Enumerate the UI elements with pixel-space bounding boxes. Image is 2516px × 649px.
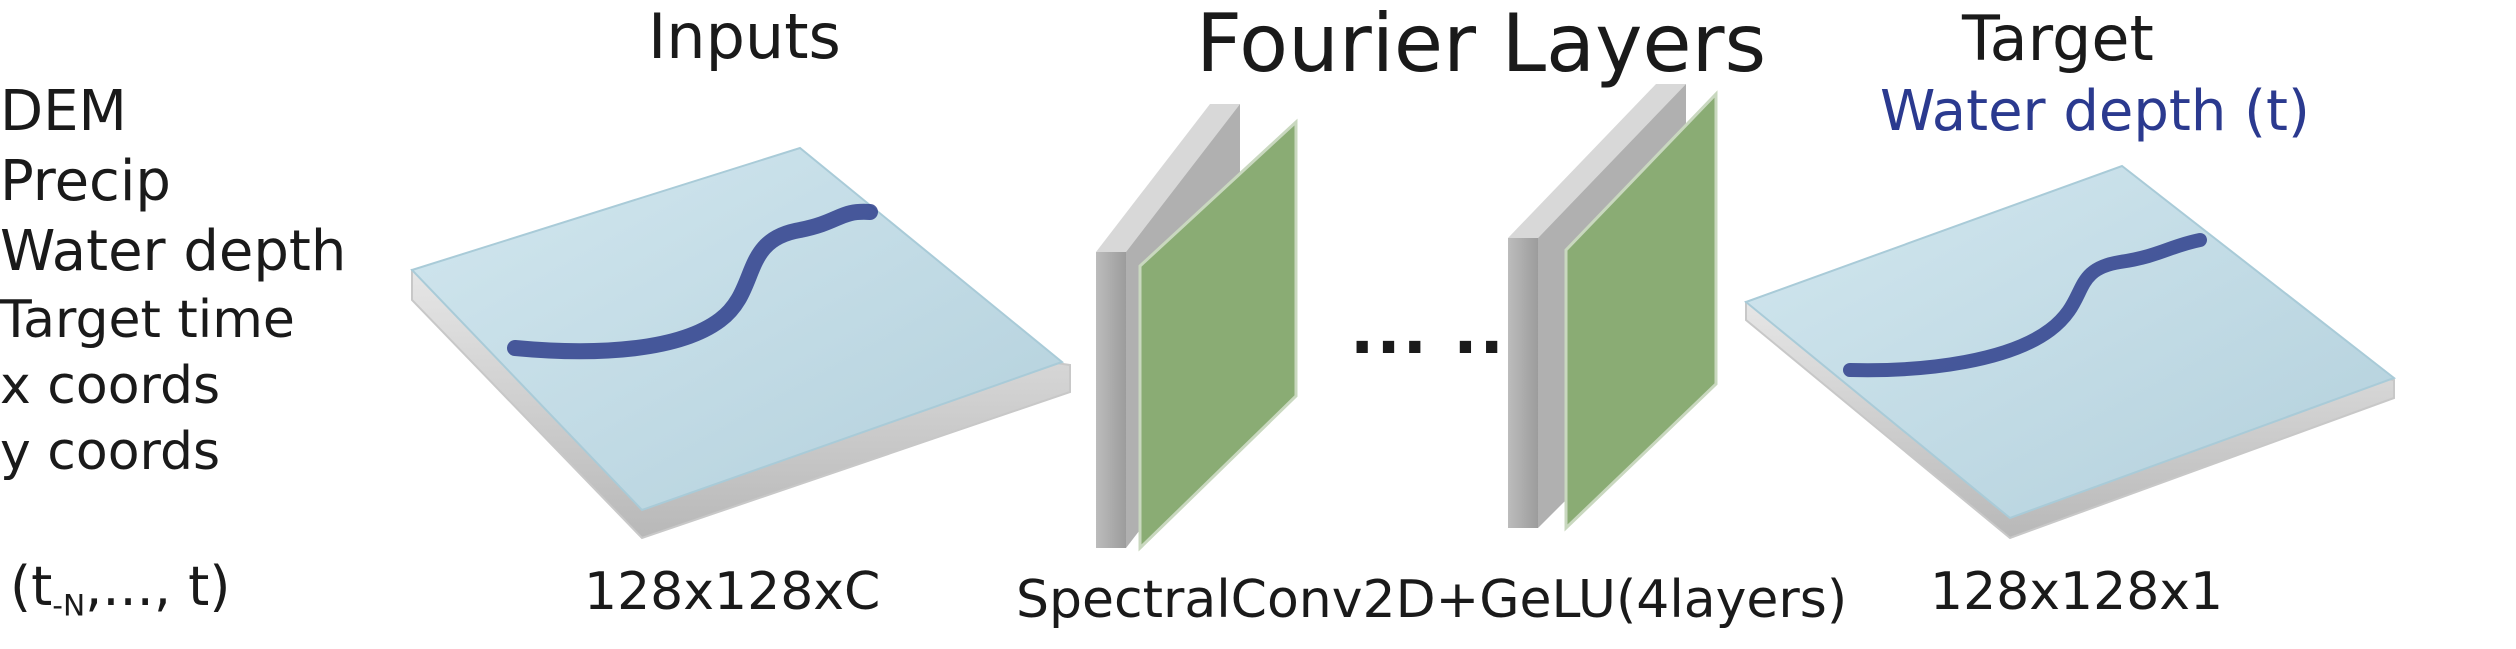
- target-tensor-slab: [1744, 164, 2397, 540]
- input-var-precip: Precip: [0, 149, 171, 214]
- layer1-green-face: [1138, 118, 1298, 552]
- inputs-title: Inputs: [648, 0, 841, 73]
- input-variable-list: DEM Precip Water depth Target time x coo…: [0, 84, 346, 492]
- layers-ellipsis: ... ...: [1350, 295, 1533, 369]
- input-var-y-coords: y coords: [0, 422, 221, 482]
- time-range-subscript: -N: [52, 588, 86, 624]
- time-range-label: (t-N,..., t): [10, 560, 230, 621]
- input-dims-label: 128x128xC: [584, 562, 881, 622]
- input-var-water-depth: Water depth: [0, 219, 347, 284]
- target-slab-top: [1744, 164, 2397, 520]
- layer1-back-face: [1096, 252, 1126, 548]
- input-var-x-coords: x coords: [0, 356, 221, 416]
- input-var-dem: DEM: [0, 79, 127, 144]
- input-slab-top: [410, 146, 1065, 512]
- output-dims-label: 128x128x1: [1930, 562, 2224, 622]
- layer2-back-face: [1508, 238, 1538, 528]
- layer1-back-top: [1096, 104, 1240, 252]
- target-river: [1843, 233, 2207, 378]
- layer2-back-top: [1508, 84, 1686, 238]
- fourier-layer-block-2: [1508, 84, 1718, 532]
- time-range-prefix: (t: [10, 555, 53, 618]
- time-range-suffix: ,..., t): [85, 555, 231, 618]
- input-var-target-time: Target time: [0, 290, 295, 350]
- fourier-layers-title: Fourier Layers: [1196, 0, 1767, 90]
- input-river: [507, 203, 878, 360]
- fourier-layer-block-1: [1096, 104, 1298, 552]
- layers-dims-label: SpectralConv2D+GeLU(4layers): [1016, 570, 1848, 630]
- layer2-green-face: [1564, 90, 1718, 532]
- target-title: Target: [1962, 2, 2154, 75]
- input-tensor-slab: [410, 146, 1071, 540]
- target-subtitle: Water depth (t): [1880, 79, 2310, 144]
